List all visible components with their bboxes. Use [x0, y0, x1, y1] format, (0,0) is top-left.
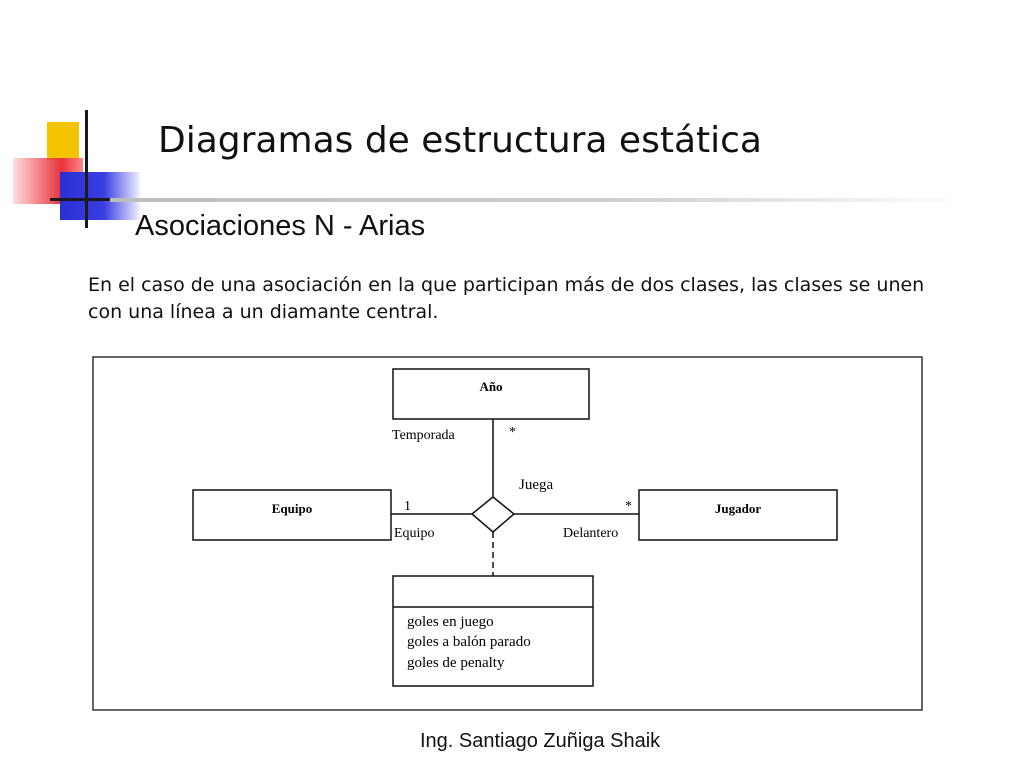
- class-name-equipo: Equipo: [272, 501, 312, 516]
- decor-horizontal-line: [50, 198, 130, 201]
- uml-diagram-canvas: Año Equipo Jugador Temporada * Juega 1 E…: [92, 356, 923, 711]
- multiplicity-left: 1: [404, 499, 411, 514]
- decor-yellow-square: [47, 122, 79, 160]
- class-box-equipo: [192, 489, 392, 541]
- multiplicity-right: *: [625, 499, 632, 514]
- class-box-anio: [392, 368, 590, 420]
- slide-body-text: En el caso de una asociación en la que p…: [88, 274, 925, 323]
- slide-footer-author: Ing. Santiago Zuñiga Shaik: [420, 730, 661, 752]
- title-rule: [110, 198, 970, 202]
- class-box-jugador: [638, 489, 838, 541]
- class-name-jugador: Jugador: [715, 501, 761, 516]
- association-name: Juega: [519, 477, 553, 493]
- role-label-right: Delantero: [563, 526, 618, 541]
- role-label-top: Temporada: [392, 428, 456, 443]
- slide-title: Diagramas de estructura estática: [158, 120, 762, 161]
- attribute-item: goles a balón parado: [407, 634, 531, 650]
- decor-blue-square: [60, 172, 140, 220]
- decor-vertical-line: [85, 110, 88, 228]
- uml-diagram: Año Equipo Jugador Temporada * Juega 1 E…: [92, 356, 924, 712]
- slide-subtitle: Asociaciones N - Arias: [135, 210, 426, 242]
- attribute-item: goles de penalty: [407, 655, 505, 671]
- role-label-left: Equipo: [394, 526, 434, 541]
- multiplicity-top: *: [509, 425, 516, 440]
- class-name-anio: Año: [479, 379, 502, 394]
- attribute-item: goles en juego: [407, 614, 494, 630]
- association-class-box: [392, 575, 594, 687]
- association-diamond: [470, 496, 516, 533]
